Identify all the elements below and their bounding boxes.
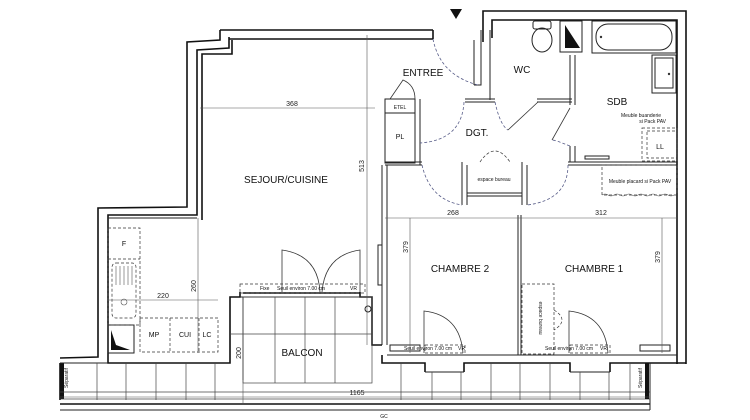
label-gc: GC [380,414,388,420]
dim-balcon-length: 1165 [349,390,364,397]
dim-kitchen-depth: 260 [191,280,198,292]
room-label-entree: ENTREE [403,68,444,79]
label-meuble-placard: Meuble placard si Pack PAV [609,179,672,185]
outer-walls [59,10,687,364]
room-label-balcon: BALCON [281,348,322,359]
espace-bureau-ch1-zone [521,283,555,355]
room-label-dgt: DGT. [466,128,489,139]
room-label-chambre2: CHAMBRE 2 [431,264,490,275]
label-separatif-left: Séparatif [64,367,70,388]
label-meuble-buanderie-1: Meuble buanderie [621,113,661,119]
label-lc: LC [203,332,212,339]
threshold-ch2-vr: VR [458,346,465,352]
threshold-ch2-seuil: Seuil environ 7.00 cm [404,346,452,352]
dim-ch2-width: 268 [447,210,459,217]
room-label-wc: WC [514,65,531,76]
toilet-icon [531,20,553,53]
dim-ch1-width: 312 [595,210,607,217]
threshold-ch1-seuil: Seuil environ 7.00 cm [545,346,593,352]
threshold-sejour-seuil: Seuil environ 7.00 cm [277,286,325,292]
dim-sejour-width: 368 [286,101,298,108]
label-pl: PL [396,134,405,141]
doors [281,38,609,354]
label-ll: LL [656,144,664,151]
label-cui: CUI [179,332,191,339]
dim-ch1-depth: 379 [655,251,662,263]
entrance-arrow-icon [450,9,462,19]
dim-sejour-depth: 513 [359,160,366,172]
room-label-chambre1: CHAMBRE 1 [565,264,624,275]
label-espace-bureau-ch1: espace bureau [537,301,543,334]
washbasin-icon [651,54,677,94]
kitchen-fixtures [107,227,219,353]
dim-balcon-depth: 200 [236,347,243,359]
dimension-lines [60,35,677,405]
label-etel: ETEL [394,105,407,111]
room-label-sejour: SEJOUR/CUISINE [244,175,328,186]
room-label-sdb: SDB [607,97,628,108]
balcony [59,296,651,411]
dim-kitchen-width: 220 [157,293,169,300]
label-f: F [122,241,126,248]
hob-icon [115,266,133,285]
threshold-sejour-vr: VR [350,286,357,292]
label-meuble-buanderie-2: si Pack PAV [639,119,666,125]
label-separatif-right: Séparatif [638,367,644,388]
bathtub-icon [591,20,677,54]
interior-walls [107,55,686,380]
label-espace-bureau-dgt: espace bureau [477,177,510,183]
entry-door-swing [432,38,479,86]
sanitary-fixtures [531,20,678,197]
label-mp: MP [149,332,160,339]
shower-icon [559,20,583,53]
threshold-sejour-fixe: Fixe [260,286,270,292]
dim-ch2-depth: 379 [403,241,410,253]
threshold-ch1-vr: VR [600,346,607,352]
